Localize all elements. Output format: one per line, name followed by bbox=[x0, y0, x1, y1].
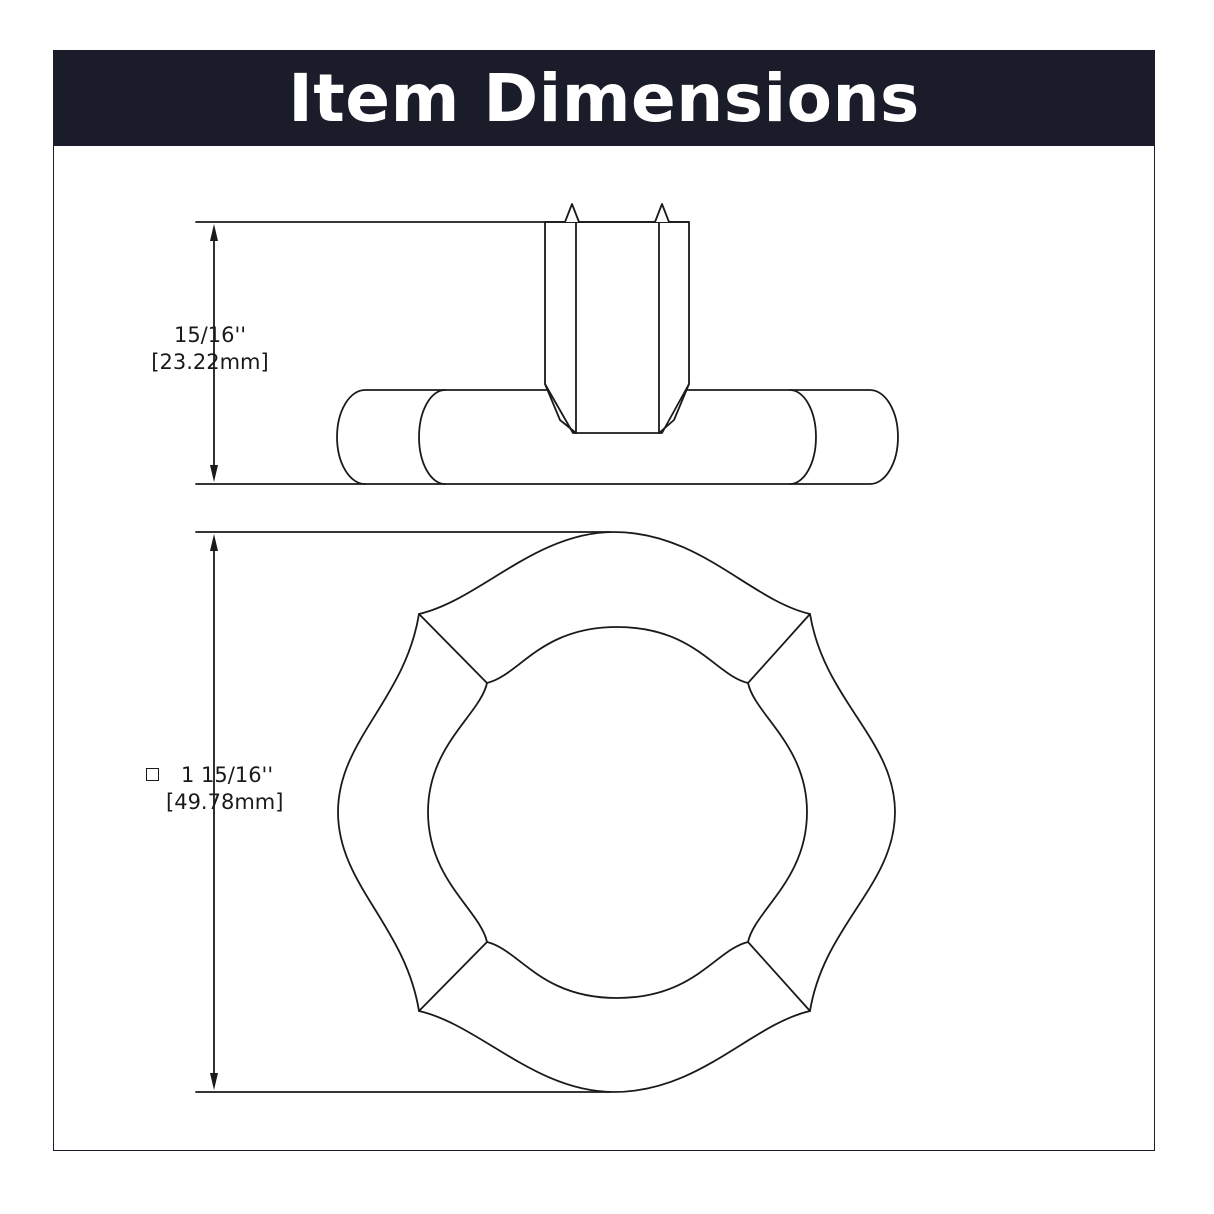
ring-profile-inner-left bbox=[418, 389, 446, 485]
prong-left-icon bbox=[564, 203, 580, 223]
post-chamfer-left bbox=[544, 383, 577, 434]
page-title: Item Dimensions bbox=[288, 59, 920, 137]
arrow-down-icon bbox=[210, 465, 218, 482]
top-view bbox=[195, 531, 896, 1093]
header-banner: Item Dimensions bbox=[53, 50, 1155, 146]
side-view bbox=[195, 203, 899, 485]
height-metric: 23.22mm bbox=[140, 349, 280, 376]
arrow-up-icon bbox=[210, 224, 218, 241]
prong-right-icon bbox=[654, 203, 670, 223]
facet-line-bottom-right bbox=[747, 941, 811, 1012]
arrow-down-icon bbox=[210, 1073, 218, 1090]
facet-line-top-left bbox=[418, 613, 488, 684]
arrow-up-icon bbox=[210, 534, 218, 551]
height-dimension-label: 15/16'' 23.22mm bbox=[140, 322, 280, 376]
height-imperial: 15/16'' bbox=[173, 323, 247, 347]
post-chamfer-right bbox=[658, 383, 690, 434]
ring-profile-outline bbox=[336, 389, 899, 485]
post-outline bbox=[544, 221, 690, 434]
rosette-inner-outline bbox=[427, 626, 808, 999]
square-imperial: 1 15/16'' bbox=[181, 763, 274, 787]
square-dimension-label: 1 15/16'' 49.78mm bbox=[140, 762, 300, 816]
facet-line-bottom-left bbox=[418, 941, 488, 1012]
square-metric: 49.78mm bbox=[166, 790, 283, 814]
square-symbol-icon bbox=[146, 768, 159, 781]
ring-profile-inner-right bbox=[789, 389, 817, 485]
facet-line-top-right bbox=[747, 613, 811, 684]
